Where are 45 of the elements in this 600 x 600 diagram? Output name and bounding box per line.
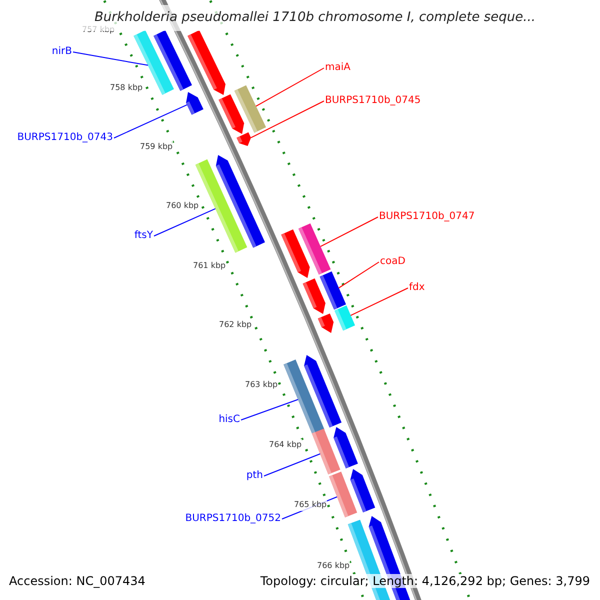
leader-line (264, 453, 321, 476)
gene-bar (350, 469, 376, 512)
gene-bar (304, 355, 342, 428)
gene-bar (216, 155, 266, 248)
gene-label: ftsY (134, 230, 153, 242)
gene-label: BURPS1710b_0747 (379, 211, 475, 223)
scale-label: 761 kbp (193, 260, 226, 272)
leader-line (350, 288, 408, 316)
gene-label: BURPS1710b_0743 (17, 132, 113, 144)
scale-label: 764 kbp (269, 439, 302, 451)
scale-label: 758 kbp (110, 82, 143, 94)
gene-bar (218, 94, 244, 134)
gene-bar (334, 305, 356, 331)
gene-label: pth (246, 470, 263, 482)
gene-label: BURPS1710b_0752 (185, 513, 281, 525)
leader-line (320, 216, 378, 247)
summary-text: Topology: circular; Length: 4,126,292 bp; Genes: 3,799 (258, 574, 592, 588)
scale-label: 766 kbp (317, 560, 350, 572)
gene-bar (281, 229, 310, 278)
gene-bar (154, 30, 192, 91)
gene-bar (186, 92, 204, 115)
gene-bar (334, 427, 358, 468)
gene-label: coaD (380, 256, 406, 268)
leader-line (250, 100, 324, 138)
leader-line (256, 68, 324, 107)
scale-label: 760 kbp (166, 200, 199, 212)
gene-bar (236, 132, 251, 146)
gene-label: fdx (409, 282, 425, 294)
leader-line (114, 104, 188, 138)
leader-line (154, 208, 216, 236)
gene-label: maiA (325, 62, 350, 74)
leader-line (72, 52, 148, 66)
gene-label: BURPS1710b_0745 (325, 95, 421, 107)
accession-text: Accession: NC_007434 (7, 574, 148, 588)
gene-label: nirB (52, 46, 72, 58)
gene-bar (318, 313, 334, 333)
gene-bar (188, 30, 226, 95)
scale-label: 765 kbp (294, 499, 327, 511)
gene-bar (302, 278, 326, 314)
leader-line (240, 399, 298, 420)
scale-label: 759 kbp (140, 141, 173, 153)
scale-label: 762 kbp (219, 319, 252, 331)
gene-label: hisC (218, 414, 240, 426)
scale-label: 763 kbp (245, 379, 278, 391)
leader-line (338, 262, 380, 288)
